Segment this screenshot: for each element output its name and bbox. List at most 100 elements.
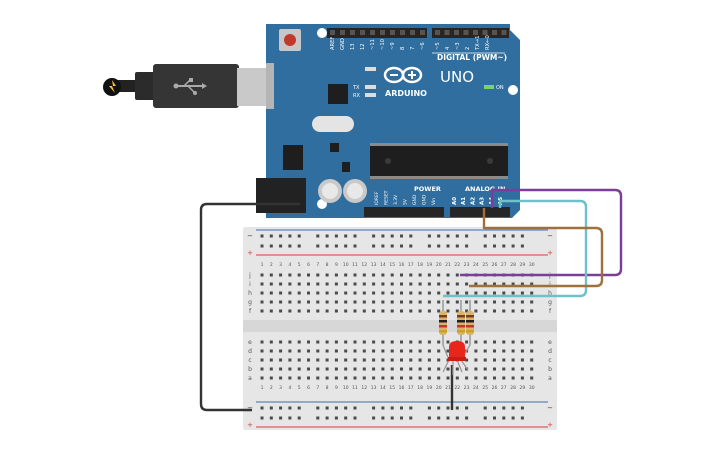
row-letter: e <box>248 339 252 346</box>
crystal <box>312 116 354 132</box>
voltage-regulator <box>283 145 303 170</box>
analog-label: ANALOG IN <box>465 185 505 193</box>
column-number: 18 <box>417 385 423 391</box>
led-on-label: ON <box>496 85 504 91</box>
column-number: 25 <box>482 385 488 391</box>
rail-sign: − <box>247 404 253 412</box>
column-number: 1 <box>261 385 264 391</box>
column-number: 16 <box>399 262 405 268</box>
column-number: 13 <box>371 385 377 391</box>
power-label: POWER <box>414 185 441 193</box>
led-rx <box>365 93 376 97</box>
column-number: 18 <box>417 262 423 268</box>
column-number: 24 <box>473 262 479 268</box>
column-number: 10 <box>343 262 349 268</box>
rail-sign: − <box>547 232 553 240</box>
power-pin-label: GND <box>412 194 418 205</box>
digital-label: DIGITAL (PWM~) <box>437 53 507 62</box>
column-number: 15 <box>389 385 395 391</box>
column-number: 27 <box>501 262 507 268</box>
row-letter: f <box>249 308 252 315</box>
wire-a4-teal[interactable] <box>443 199 588 298</box>
column-number: 24 <box>473 385 479 391</box>
digital-pin-label: 4 <box>445 46 451 50</box>
column-number: 4 <box>288 262 291 268</box>
rail-sign: + <box>547 249 553 257</box>
model-label: UNO <box>440 68 474 86</box>
row-letter: d <box>248 348 252 355</box>
analog-pin-label: A2 <box>470 197 476 205</box>
column-number: 29 <box>520 385 526 391</box>
column-number: 4 <box>288 385 291 391</box>
usb-port <box>266 63 274 109</box>
row-letter: c <box>548 357 551 364</box>
led-on <box>484 85 494 89</box>
analog-pin-label: A3 <box>480 197 486 205</box>
column-number: 17 <box>408 385 414 391</box>
column-number: 2 <box>270 385 273 391</box>
rgb-led[interactable] <box>442 341 471 375</box>
usb-icon <box>173 78 207 95</box>
led-tx-label: TX <box>352 85 360 91</box>
digital-pin-label: ~3 <box>455 42 461 50</box>
analog-pin-label: A0 <box>452 197 458 205</box>
rail-sign: + <box>247 249 253 257</box>
row-letter: h <box>248 290 252 297</box>
led-tx <box>365 85 376 89</box>
digital-pin-label: ~9 <box>390 42 396 50</box>
resistors <box>439 300 474 345</box>
rail-signs: −−++−−++ <box>247 232 553 429</box>
digital-header <box>327 28 509 38</box>
row-letter: b <box>548 366 552 373</box>
column-number: 7 <box>316 262 319 268</box>
column-number: 27 <box>501 385 507 391</box>
column-number: 20 <box>436 385 442 391</box>
wire-a3-brown[interactable] <box>469 208 604 288</box>
digital-pin-label: 8 <box>400 47 406 50</box>
wire-gnd-black[interactable] <box>199 202 300 412</box>
column-number: 15 <box>389 262 395 268</box>
row-letter: f <box>549 308 552 315</box>
column-number: 29 <box>520 262 526 268</box>
breadboard-labels: 1122334455667788991010111112121313141415… <box>248 262 552 391</box>
column-number: 13 <box>371 262 377 268</box>
column-number: 12 <box>361 262 367 268</box>
power-header <box>364 207 444 217</box>
column-number: 30 <box>529 385 535 391</box>
power-pin-label: Vin <box>431 198 437 205</box>
column-number: 8 <box>326 385 329 391</box>
atmega-chip <box>370 143 508 179</box>
column-number: 16 <box>399 385 405 391</box>
row-letter: e <box>548 339 552 346</box>
row-letter: h <box>548 290 552 297</box>
digital-pin-label: ~11 <box>370 39 376 50</box>
power-pin-label: 5V <box>403 198 409 205</box>
column-number: 11 <box>352 262 358 268</box>
column-number: 19 <box>427 385 433 391</box>
digital-pin-label: ~10 <box>380 39 386 50</box>
column-number: 23 <box>464 262 470 268</box>
column-number: 28 <box>510 262 516 268</box>
usb-cable <box>103 64 271 108</box>
power-jack <box>256 178 306 213</box>
wire-a5-purple[interactable] <box>460 188 623 277</box>
power-pin-label: 3.3V <box>393 194 399 205</box>
arduino-logo <box>383 66 423 84</box>
digital-pin-label: TX→1 <box>475 36 481 51</box>
column-number: 10 <box>343 385 349 391</box>
brand-label: ARDUINO <box>385 89 427 98</box>
reset-button[interactable] <box>279 29 301 51</box>
digital-pin-label: RX←0 <box>485 35 491 50</box>
row-letter: c <box>248 357 251 364</box>
column-number: 26 <box>492 262 498 268</box>
column-number: 3 <box>279 262 282 268</box>
rail-sign: + <box>247 421 253 429</box>
row-letter: g <box>548 299 552 306</box>
digital-pin-label: AREF <box>330 37 336 50</box>
row-letter: d <box>548 348 552 355</box>
digital-pin-label: 7 <box>410 47 416 50</box>
rail-sign: + <box>547 421 553 429</box>
